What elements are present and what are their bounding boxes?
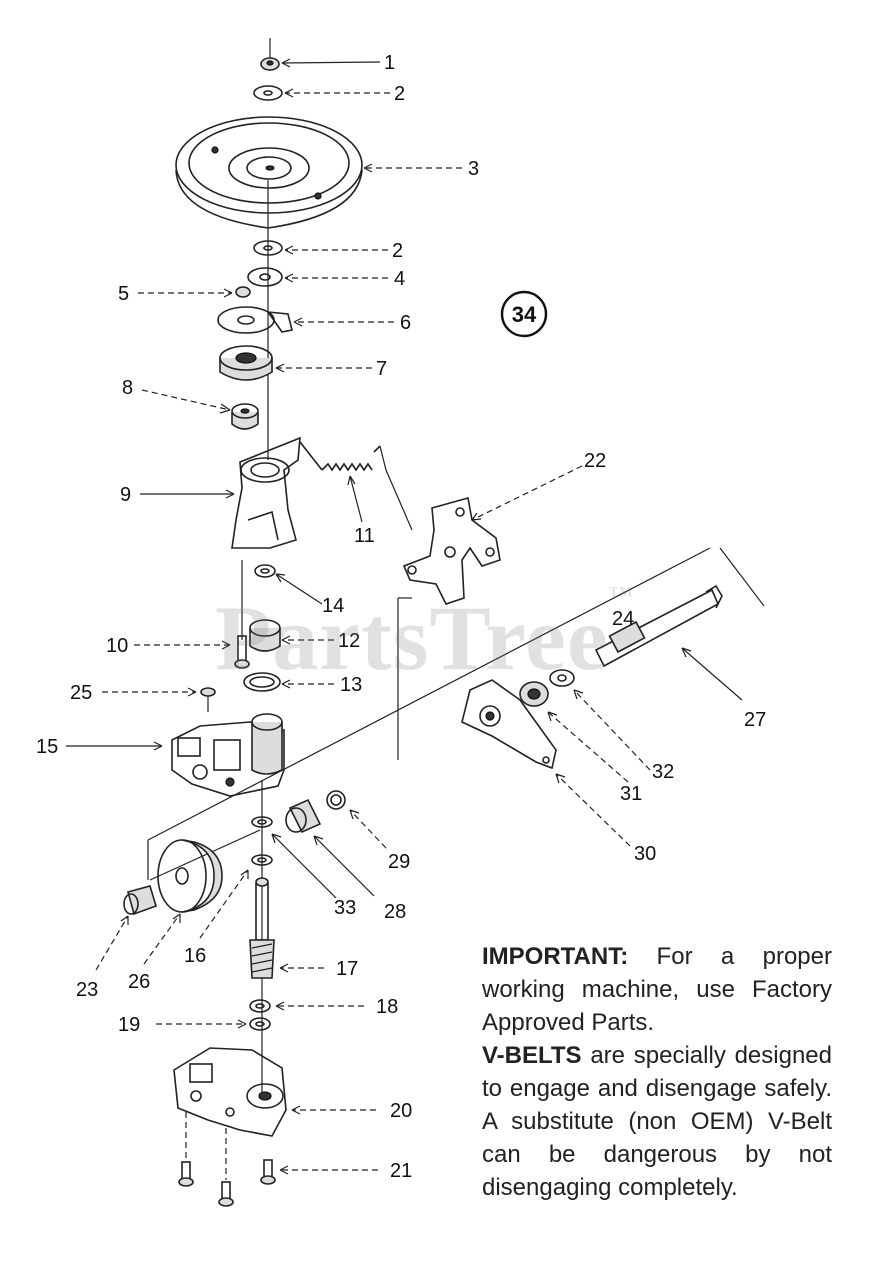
part-5-nut (235, 286, 251, 298)
part-13-o-ring (243, 672, 281, 692)
callout-19: 19 (118, 1014, 140, 1036)
callout-10: 10 (106, 635, 128, 657)
callout-14: 14 (322, 595, 344, 617)
callout-20: 20 (390, 1100, 412, 1122)
part-7-bearing (219, 345, 273, 381)
callout-15: 15 (36, 736, 58, 758)
part-19-washer (249, 1017, 271, 1031)
figure-number: 34 (512, 302, 537, 327)
callout-21: 21 (390, 1160, 412, 1182)
part-30-plate (461, 679, 557, 770)
vbelts-label: V-BELTS (482, 1042, 582, 1069)
part-27-shaft (594, 584, 723, 668)
callout-26: 26 (128, 971, 150, 993)
callout-11: 11 (354, 525, 375, 547)
diagonal-shaft-assembly-outline (147, 547, 765, 881)
part-11-spring (299, 441, 381, 472)
part-12-sleeve (249, 619, 281, 652)
callout-5: 5 (118, 283, 129, 305)
figure-number-badge: 34 (500, 290, 548, 338)
callout-28: 28 (384, 901, 406, 923)
vbelts-text: are specially designed to engage and dis… (482, 1042, 832, 1201)
part-31-bearing (519, 681, 549, 707)
callout-16: 16 (184, 945, 206, 967)
important-notice: IMPORTANT: For a proper working machine,… (482, 940, 832, 1204)
callout-32: 32 (652, 761, 674, 783)
part-1-nut (260, 57, 280, 71)
callout-24: 24 (612, 608, 634, 630)
callout-12: 12 (338, 630, 360, 652)
callout-13: 13 (340, 674, 362, 696)
part-20-lower-housing (173, 1047, 287, 1137)
callout-2-top: 2 (394, 83, 405, 105)
callout-labels: 1 2 3 2 4 5 6 7 8 9 11 22 14 10 12 13 25… (36, 52, 766, 1182)
part-22-mounting-bracket (402, 496, 501, 605)
callout-3: 3 (468, 158, 479, 180)
part-25-screw (200, 687, 216, 712)
spring-link-line (379, 445, 413, 531)
callout-6: 6 (400, 312, 411, 334)
part-26-gear (157, 839, 223, 913)
part-32-washer (549, 669, 575, 687)
callout-8: 8 (122, 377, 133, 399)
callout-18: 18 (376, 996, 398, 1018)
part-9-idler-arm (231, 436, 301, 549)
callout-22: 22 (584, 450, 606, 472)
callout-1: 1 (384, 52, 395, 74)
callout-17: 17 (336, 958, 358, 980)
part-10-bolt (234, 635, 250, 669)
part-8-bushing (231, 403, 259, 430)
watermark-text: PartsTree (215, 587, 609, 689)
part-18-washer (249, 999, 271, 1013)
part-21-bolts (178, 1112, 276, 1207)
part-2-washer-top (253, 85, 283, 101)
callout-leaders (66, 58, 743, 1175)
part-6-bracket-plate (217, 306, 293, 334)
important-label: IMPORTANT: (482, 943, 629, 970)
part-29-ring (326, 790, 346, 810)
callout-4: 4 (394, 268, 405, 290)
part-3-pulley (175, 116, 363, 229)
part-2-washer-lower (253, 240, 283, 256)
part-4-spacer (247, 267, 283, 287)
callout-25: 25 (70, 682, 92, 704)
callout-23: 23 (76, 979, 98, 1001)
part-17-worm-shaft (249, 877, 275, 979)
callout-2-lower: 2 (392, 240, 403, 262)
watermark-trademark: TM (608, 585, 634, 600)
callout-33: 33 (334, 897, 356, 919)
partstree-watermark: PartsTreeTM (215, 585, 633, 691)
callout-29: 29 (388, 851, 410, 873)
callout-31: 31 (620, 783, 642, 805)
callout-30: 30 (634, 843, 656, 865)
part-14-ring (254, 564, 276, 578)
part-16-washer (251, 854, 273, 866)
part-23-bushing (123, 885, 157, 916)
part-28-bushing (285, 798, 322, 834)
callout-9: 9 (120, 484, 131, 506)
important-text: For a proper working machine, use Factor… (482, 943, 832, 1036)
part-33-washer (251, 816, 273, 828)
callout-27: 27 (744, 709, 766, 731)
part-15-gearbox-housing (171, 713, 285, 797)
callout-7: 7 (376, 358, 387, 380)
